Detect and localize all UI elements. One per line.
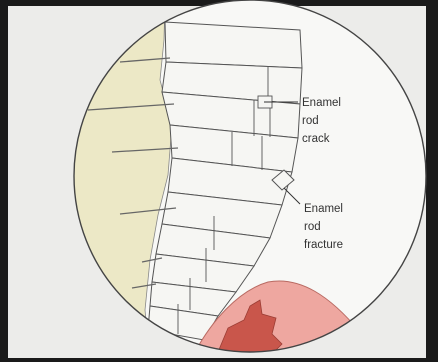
crack-label-line-1: Enamel (302, 97, 341, 109)
crack-label-line-2: rod (302, 115, 319, 127)
crack-label-line-3: crack (302, 133, 330, 145)
fracture-label-line-1: Enamel (304, 203, 343, 215)
fracture-label-line-2: rod (304, 221, 321, 233)
fracture-label-line-3: fracture (304, 239, 343, 251)
enamel-rod (165, 22, 302, 68)
